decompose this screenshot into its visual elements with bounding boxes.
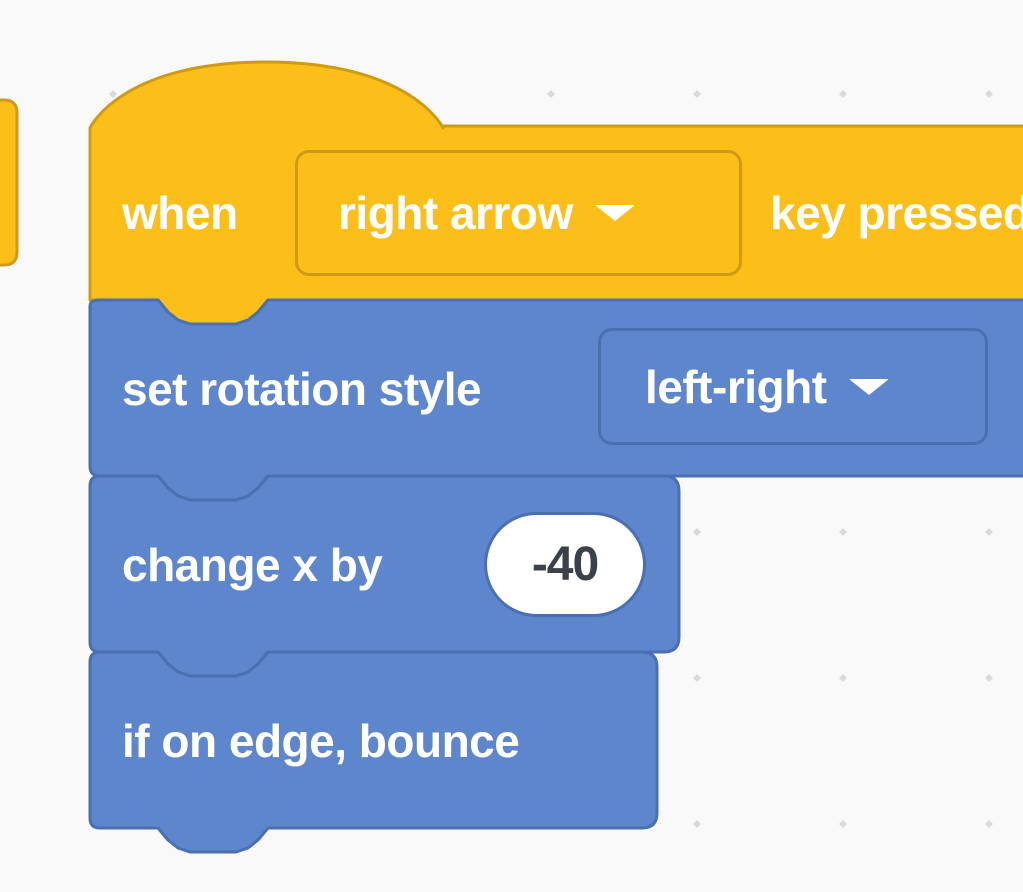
set-rotation-style-label: set rotation style [122, 363, 482, 415]
block-if-on-edge-bounce-shape [88, 650, 659, 854]
chevron-down-icon [848, 378, 889, 395]
when-key-pressed-suffix-label: key pressed [770, 187, 1023, 239]
rotation-style-value: left-right [645, 360, 827, 413]
when-key-pressed-prefix-label: when [122, 187, 238, 239]
rotation-style-dropdown[interactable]: left-right [598, 328, 988, 445]
partial-block-left-edge [0, 98, 19, 267]
x-delta-value: -40 [531, 537, 599, 591]
x-delta-number-input[interactable]: -40 [484, 512, 646, 617]
if-on-edge-bounce-label: if on edge, bounce [122, 715, 520, 767]
change-x-by-label: change x by [122, 539, 383, 591]
key-option-dropdown[interactable]: right arrow [295, 150, 742, 276]
chevron-down-icon [594, 205, 635, 221]
key-option-value: right arrow [338, 187, 573, 239]
